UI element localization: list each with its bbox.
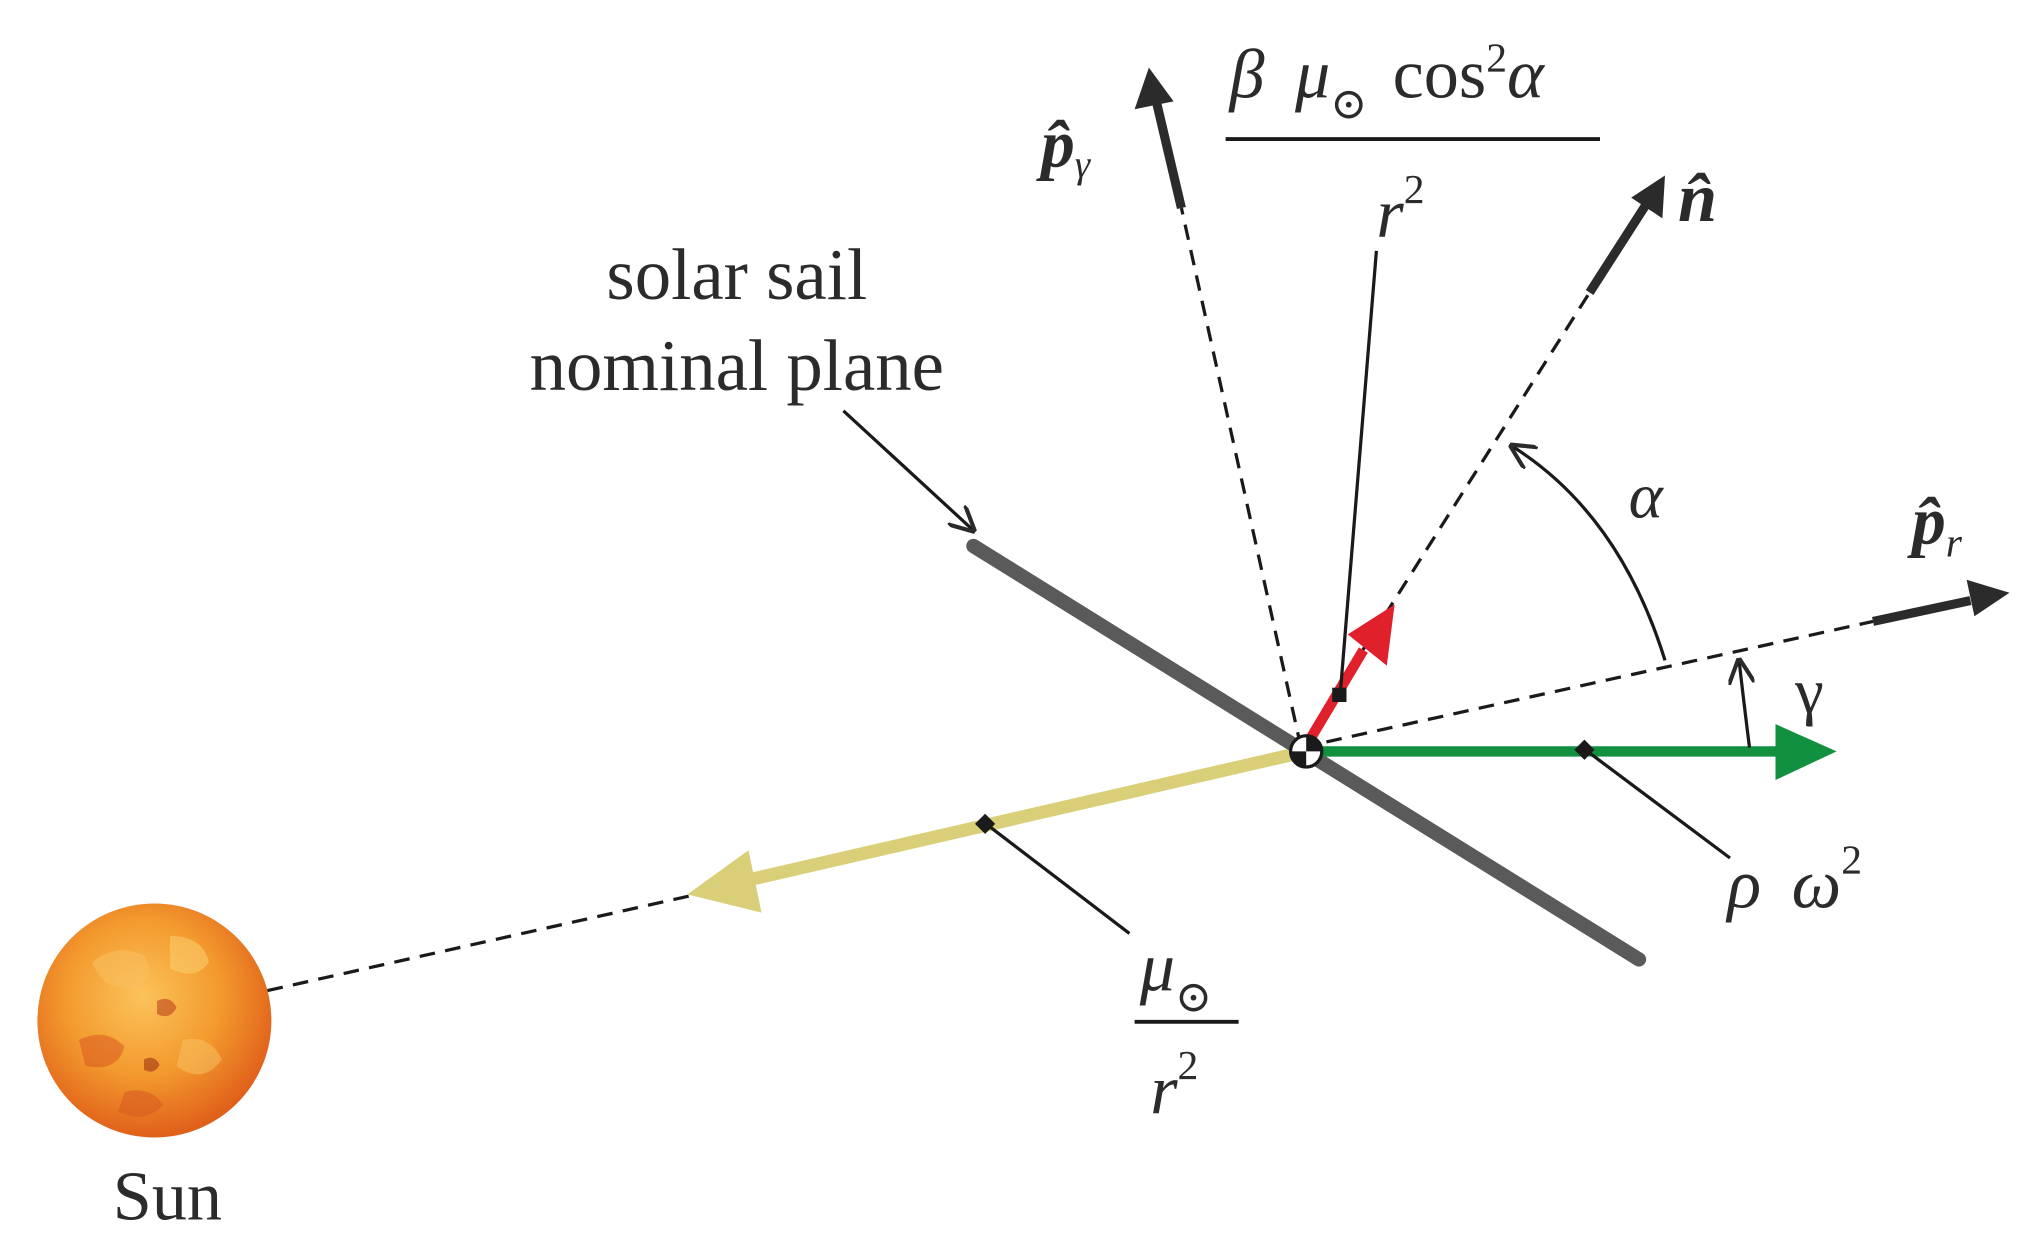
centrifugal-label: ρ ω2 [1725, 837, 1862, 924]
gravity-numerator: μ⊙ [1139, 929, 1212, 1022]
sail-accel-fraction: β μ⊙ cos2α r2 [1225, 35, 1600, 253]
sail-accel-numerator: β μ⊙ cos2α [1228, 35, 1545, 135]
gravity-denominator: r2 [1150, 1042, 1198, 1129]
leader-lines [842, 250, 1731, 935]
sail-accel-marker [1332, 687, 1347, 702]
radial-dashed [1300, 619, 1874, 750]
radial-arrow [1872, 579, 2010, 626]
sail-label-line2: nominal plane [530, 325, 944, 406]
gravity-marker [974, 813, 996, 834]
sun-surface-texture [79, 936, 222, 1117]
gravity-arrow [687, 745, 1308, 913]
gravity-fraction: μ⊙ r2 [1134, 929, 1239, 1129]
p-gamma-label: p̂γ [1036, 106, 1092, 185]
gamma-arc [1739, 660, 1749, 748]
sail-force-arrow [1303, 604, 1395, 747]
sun-label: Sun [113, 1157, 222, 1235]
alpha-arc [1512, 446, 1667, 661]
alpha-label: α [1629, 460, 1665, 532]
sail-label-leader [842, 409, 973, 531]
sun: Sun [37, 903, 272, 1235]
sail-accel-leader [1338, 250, 1379, 697]
sail-accel-denominator: r2 [1376, 166, 1424, 253]
p-gamma-arrow [1134, 67, 1186, 210]
p-r-label: p̂r [1907, 483, 1963, 565]
centrifugal-marker [1574, 739, 1595, 760]
gamma-label: γ [1794, 655, 1824, 727]
sail-label-line1: solar sail [606, 234, 867, 315]
normal-label: n̂ [1678, 159, 1717, 237]
normal-arrow [1585, 175, 1665, 295]
p-gamma-dashed [1179, 207, 1303, 748]
sun-line-dashed [267, 892, 697, 993]
gravity-leader [985, 822, 1131, 935]
center-of-mass-icon [1288, 734, 1324, 769]
centrifugal-leader [1584, 748, 1731, 860]
centrifugal-arrow [1306, 724, 1837, 780]
